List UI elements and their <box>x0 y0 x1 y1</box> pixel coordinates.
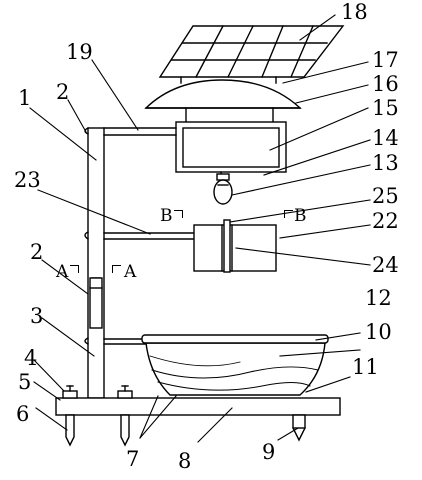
label-7: 7 <box>126 447 140 471</box>
label-8: 8 <box>178 449 192 473</box>
label-12: 12 <box>365 286 392 310</box>
section-a-right-letter: A <box>124 262 137 282</box>
label-3: 3 <box>30 304 44 328</box>
section-a-right-mark <box>112 265 121 273</box>
label-13: 13 <box>372 151 399 175</box>
label-23: 23 <box>14 168 41 192</box>
leader-lines <box>29 14 371 443</box>
label-10: 10 <box>365 320 392 344</box>
label-16: 16 <box>372 72 399 96</box>
base-bolts <box>62 385 133 399</box>
label-1: 1 <box>18 86 32 110</box>
solar-panel <box>158 25 345 84</box>
section-b-left-letter: B <box>160 206 173 226</box>
label-17: 17 <box>372 48 399 72</box>
label-18: 18 <box>341 0 368 24</box>
trap-box <box>193 219 277 273</box>
section-a-left-mark <box>70 265 79 273</box>
label-15: 15 <box>372 96 399 120</box>
label-24: 24 <box>372 253 399 277</box>
label-14: 14 <box>372 126 399 150</box>
label-9: 9 <box>262 440 276 464</box>
vertical-post <box>87 127 105 399</box>
label-6: 6 <box>16 402 30 426</box>
label-25: 25 <box>372 184 399 208</box>
section-b-right-letter: B <box>294 206 307 226</box>
label-11: 11 <box>352 355 379 379</box>
label-2-upper: 2 <box>56 80 70 104</box>
section-a-left-letter: A <box>56 262 69 282</box>
label-5: 5 <box>18 370 32 394</box>
collection-basin <box>141 334 329 396</box>
lamp-canopy <box>144 79 302 123</box>
base-plate <box>55 397 341 416</box>
section-b-right-mark <box>284 210 293 218</box>
label-4: 4 <box>24 346 38 370</box>
middle-arm <box>84 231 195 240</box>
label-19: 19 <box>66 40 93 64</box>
light-bulb <box>213 173 233 205</box>
control-box <box>175 121 287 181</box>
ground-spikes <box>65 414 306 447</box>
section-b-left-mark <box>174 210 183 218</box>
label-22: 22 <box>372 209 399 233</box>
label-2-lower: 2 <box>30 240 44 264</box>
